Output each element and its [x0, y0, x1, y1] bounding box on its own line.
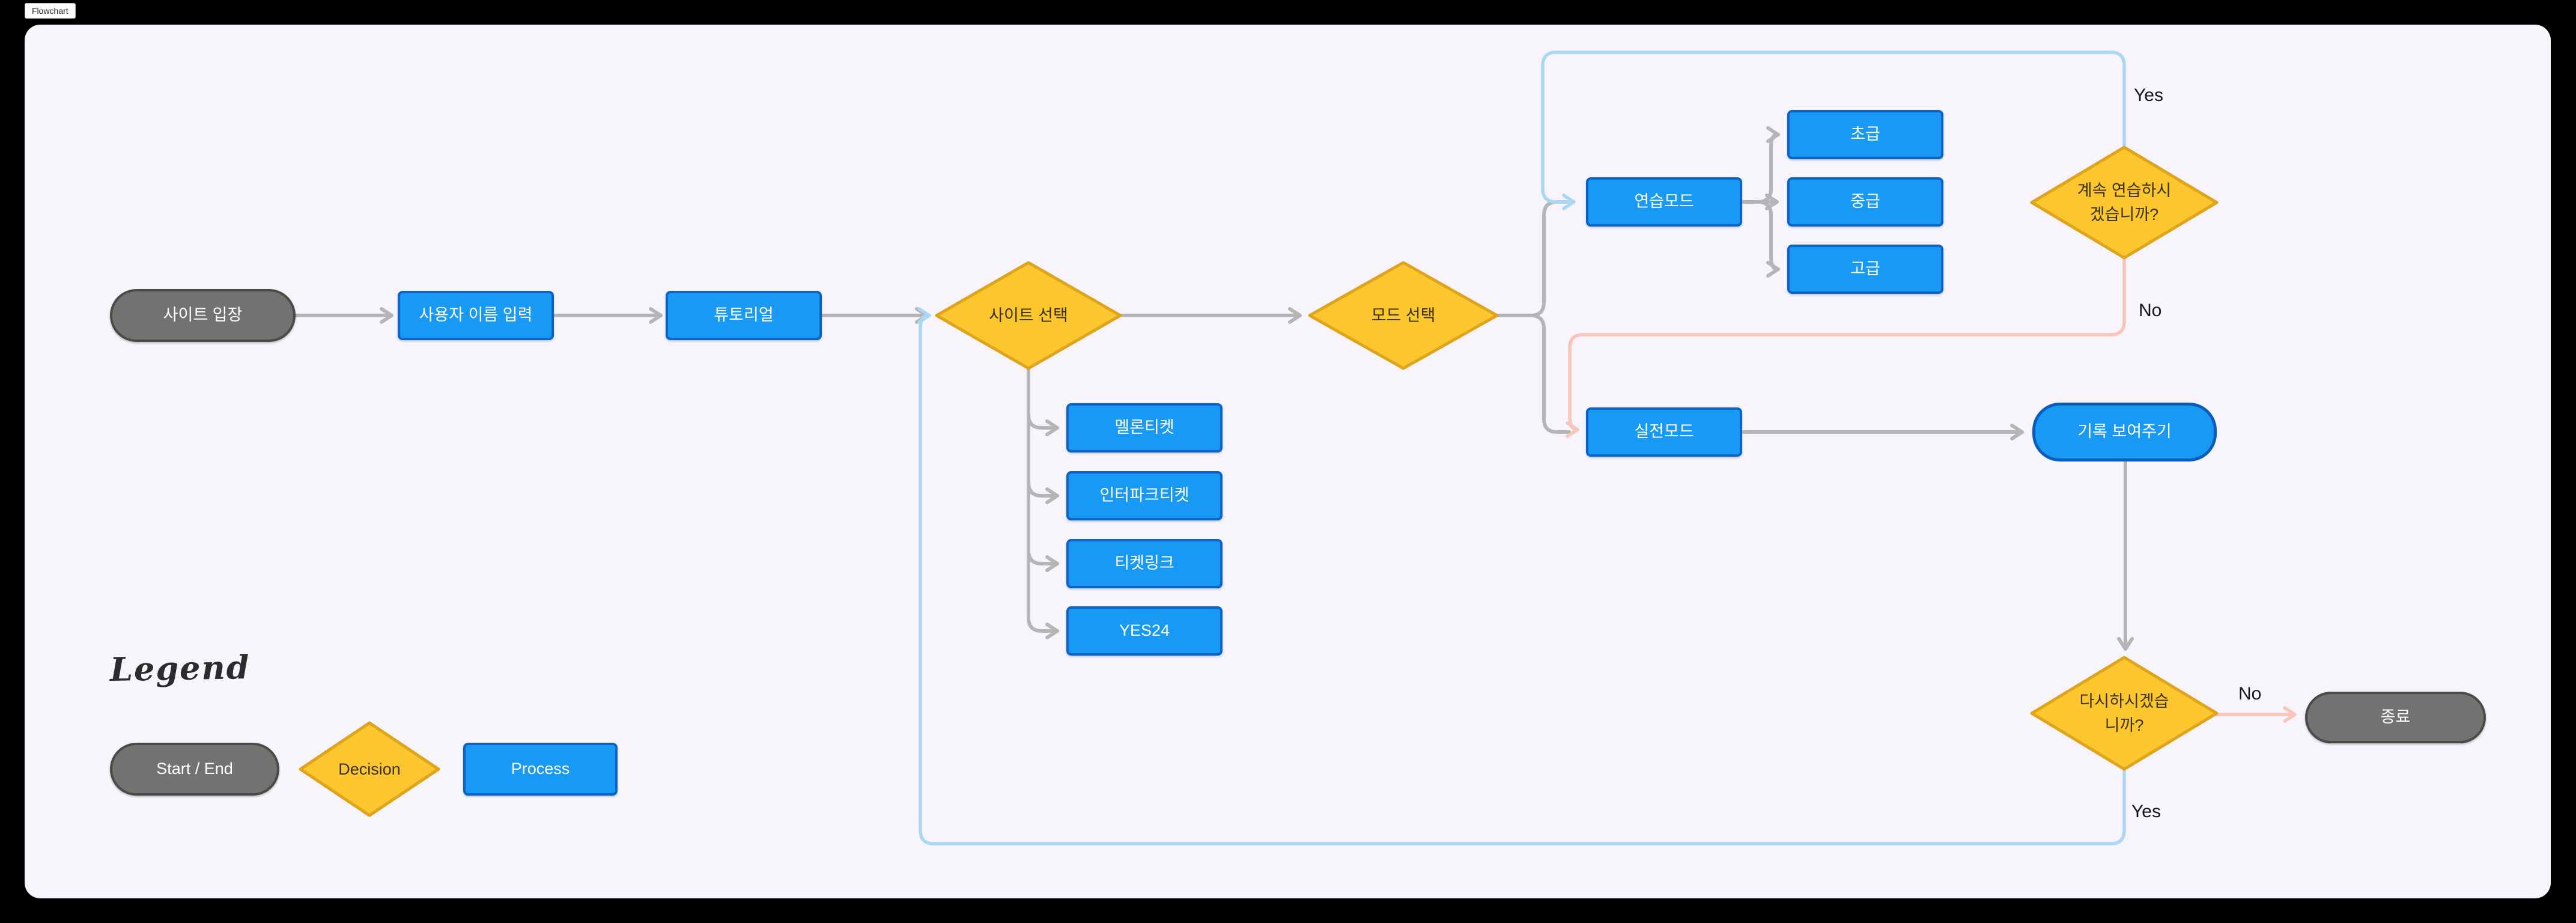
node-label: 기록 보여주기	[2077, 422, 2172, 441]
node-level-advanced: 고급	[1787, 245, 1943, 294]
node-label: 사이트 입장	[163, 306, 243, 324]
node-label: 종료	[2380, 708, 2411, 727]
node-label: 사용자 이름 입력	[419, 306, 533, 324]
legend-start-end-label: Start / End	[156, 760, 233, 778]
edge-label-retry-yes: Yes	[2131, 802, 2161, 821]
legend-title: Legend	[109, 647, 251, 689]
legend-decision-shape	[299, 721, 440, 817]
legend-process: Process	[463, 743, 618, 796]
node-label: YES24	[1119, 621, 1170, 640]
edge-continue-no-to-real	[1566, 258, 2126, 438]
node-interpark-ticket: 인터파크티켓	[1066, 471, 1223, 520]
edge-site-to-melon	[1027, 413, 1059, 436]
decision-continue-question	[2030, 145, 2219, 260]
edge-practice-to-advanced	[1740, 200, 1780, 278]
node-level-intermediate: 중급	[1787, 177, 1943, 227]
node-label: 티켓링크	[1114, 554, 1174, 573]
edge-site-to-yes24	[1027, 616, 1059, 639]
node-real-mode: 실전모드	[1586, 407, 1742, 457]
decision-mode-select	[1308, 261, 1499, 370]
node-yes24: YES24	[1066, 606, 1223, 656]
edge-label-continue-no: No	[2139, 300, 2162, 320]
node-tutorial: 튜토리얼	[666, 291, 822, 340]
node-label: 초급	[1850, 125, 1880, 144]
node-label: 고급	[1850, 260, 1880, 278]
node-ticketlink: 티켓링크	[1066, 539, 1223, 588]
legend-start-end: Start / End	[110, 743, 279, 796]
decision-site-select	[935, 261, 1122, 370]
edge-mode-to-practice	[1495, 200, 1573, 317]
edge-retry-yes-to-site-select	[917, 307, 2126, 845]
edge-continue-yes-to-practice	[1541, 50, 2126, 210]
node-show-records: 기록 보여주기	[2032, 403, 2217, 462]
node-end: 종료	[2305, 692, 2486, 743]
node-username-input: 사용자 이름 입력	[398, 291, 554, 340]
node-label: 실전모드	[1634, 422, 1694, 441]
edge-label-retry-no: No	[2238, 684, 2262, 704]
node-melon-ticket: 멜론티켓	[1066, 403, 1223, 452]
edge-practice-to-beginner	[1740, 126, 1780, 204]
edge-site-to-interpark	[1027, 481, 1059, 504]
node-label: 멜론티켓	[1114, 418, 1174, 437]
decision-retry-question	[2030, 656, 2219, 771]
edge-site-to-ticketlink	[1027, 549, 1059, 572]
diagram-type-badge: Flowchart	[25, 3, 76, 19]
node-practice-mode: 연습모드	[1586, 177, 1742, 227]
node-label: 인터파크티켓	[1099, 486, 1189, 505]
node-label: 연습모드	[1634, 192, 1694, 211]
legend-process-label: Process	[511, 760, 570, 778]
edge-mode-to-real	[1495, 314, 1571, 434]
edge-label-continue-yes: Yes	[2134, 85, 2163, 105]
node-enter-site: 사이트 입장	[110, 289, 296, 342]
node-label: 중급	[1850, 192, 1880, 211]
node-label: 튜토리얼	[714, 306, 774, 324]
node-level-beginner: 초급	[1787, 110, 1943, 159]
